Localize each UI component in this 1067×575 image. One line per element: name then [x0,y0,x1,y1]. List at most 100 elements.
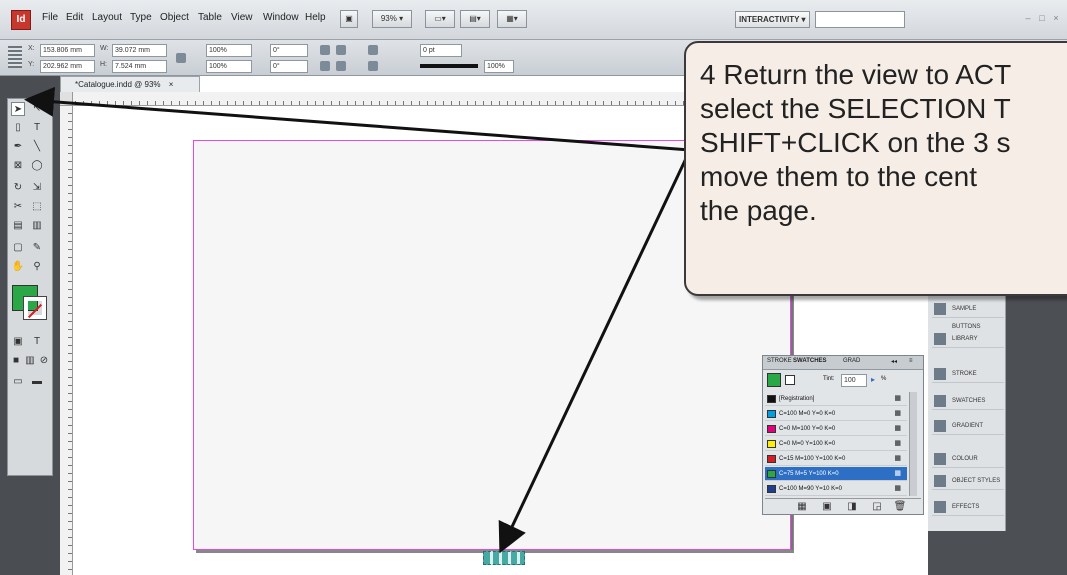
stroke-swatch[interactable] [23,296,47,320]
flip-horizontal-icon[interactable] [320,61,330,71]
menu-window[interactable]: Window [263,12,299,23]
close-icon[interactable]: × [1053,13,1059,23]
document-tab[interactable]: *Catalogue.indd @ 93% × [60,76,200,92]
minimize-icon[interactable]: – [1025,13,1031,23]
menu-edit[interactable]: Edit [66,12,84,23]
rotate-icon[interactable] [320,45,330,55]
ellipse-tool-icon[interactable]: ◯ [31,160,43,171]
panel-item-gradient[interactable]: GRADIENT [932,417,1004,435]
panel-item-swatches[interactable]: SWATCHES [932,392,1004,410]
rotate-tool-icon[interactable]: ↻ [13,182,23,193]
view-options-button[interactable]: ▭▾ [425,10,455,28]
type-tool-icon[interactable]: T [33,122,41,133]
panel-menu-icon[interactable]: ≡ [909,358,913,364]
panel-item-stroke[interactable]: STROKE [932,365,1004,383]
menu-file[interactable]: File [42,12,59,23]
scale-y-field[interactable]: 100% [206,60,252,73]
eyedropper-tool-icon[interactable]: ✎ [32,242,42,253]
vertical-ruler[interactable] [60,106,73,575]
menu-help[interactable]: Help [305,12,326,23]
zoom-tool-icon[interactable]: ⚲ [33,261,41,272]
swatch-row[interactable]: [Registration]▦ [765,392,907,406]
note-tool-icon[interactable]: ▢ [13,242,23,253]
w-field[interactable]: 39.072 mm [112,44,167,57]
free-transform-tool-icon[interactable]: ⬚ [32,201,42,212]
apply-none-icon[interactable]: ⊘ [39,355,49,366]
menu-layout[interactable]: Layout [92,12,123,23]
reference-point-icon[interactable] [8,46,22,68]
tab-close-icon[interactable]: × [168,80,174,89]
tint-arrow-icon[interactable]: ▸ [871,375,876,384]
panel-item-object-styles[interactable]: OBJECT STYLES [932,472,1004,490]
scissors-tool-icon[interactable]: ✂ [13,201,23,212]
tab-gradient[interactable]: GRAD [843,358,861,364]
constrain-proportions-icon[interactable] [176,53,186,63]
y-field[interactable]: 202.962 mm [40,60,95,73]
swatch-row[interactable]: C=100 M=0 Y=0 K=0▦ [765,407,907,421]
arrange-documents-button[interactable]: ▦▾ [497,10,527,28]
delete-swatch-icon[interactable]: 🗑 [893,501,907,512]
opacity-field[interactable]: 100% [484,60,514,73]
apply-color-icon[interactable]: ■ [12,355,20,366]
preview-mode-icon[interactable]: ▬ [32,376,42,387]
menu-view[interactable]: View [231,12,253,23]
rotate-field[interactable]: 0° [270,44,308,57]
menu-type[interactable]: Type [130,12,152,23]
scale-x-field[interactable]: 100% [206,44,252,57]
h-label: H: [100,61,107,68]
formatting-text-icon[interactable]: T [33,336,41,347]
rotate-ccw-icon[interactable] [336,45,346,55]
tint-field[interactable]: 100 [841,374,867,387]
zoom-select[interactable]: 93% ▾ [372,10,412,28]
search-input[interactable] [815,11,905,28]
show-color-swatches-icon[interactable]: ▣ [822,501,832,512]
stroke-weight-field[interactable]: 0 pt [420,44,462,57]
menu-object[interactable]: Object [160,12,189,23]
selection-tool-icon[interactable]: ➤ [11,102,25,116]
swatch-name: C=0 M=100 Y=0 K=0 [779,426,836,432]
line-tool-icon[interactable]: ╲ [33,141,41,152]
swatches-scrollbar[interactable] [909,392,917,496]
rectangle-frame-tool-icon[interactable]: ⊠ [13,160,23,171]
workspace-switcher[interactable]: INTERACTIVITY ▾ [735,11,810,28]
h-field[interactable]: 7.524 mm [112,60,167,73]
panel-item-label: STROKE [952,371,977,377]
select-content-icon[interactable] [368,61,378,71]
panel-item-colour[interactable]: COLOUR [932,450,1004,468]
swatch-row[interactable]: C=0 M=100 Y=0 K=0▦ [765,422,907,436]
shear-field[interactable]: 0° [270,60,308,73]
swatch-row[interactable]: C=15 M=100 Y=100 K=0▦ [765,452,907,466]
swatch-fill-icon[interactable] [767,373,781,387]
formatting-container-icon[interactable]: ▣ [13,336,23,347]
flip-vertical-icon[interactable] [336,61,346,71]
swatch-stroke-icon[interactable] [785,375,795,385]
x-field[interactable]: 153.806 mm [40,44,95,57]
swatch-type-icon: ▦ [894,455,901,462]
apply-gradient-icon[interactable]: ▥ [25,355,35,366]
hand-tool-icon[interactable]: ✋ [11,261,25,272]
select-container-icon[interactable] [368,45,378,55]
tab-stroke[interactable]: STROKE [767,358,792,364]
swatch-row[interactable]: C=0 M=0 Y=100 K=0▦ [765,437,907,451]
screen-mode-button[interactable]: ▤▾ [460,10,490,28]
show-all-swatches-icon[interactable]: ▦ [797,501,807,512]
panel-item-sample-buttons[interactable]: SAMPLE BUTTONS [932,300,1004,330]
gradient-feather-tool-icon[interactable]: ▥ [32,220,42,231]
show-gradient-swatches-icon[interactable]: ◨ [847,501,857,512]
pen-tool-icon[interactable]: ✒ [13,141,23,152]
stroke-type-select[interactable] [420,64,478,68]
bridge-button[interactable]: ▣ [340,10,358,28]
scale-tool-icon[interactable]: ⇲ [32,182,42,193]
maximize-icon[interactable]: □ [1039,13,1045,23]
page-tool-icon[interactable]: ▯ [15,122,21,133]
swatch-row[interactable]: C=100 M=90 Y=10 K=0▦ [765,482,907,496]
normal-mode-icon[interactable]: ▭ [13,376,23,387]
tab-swatches[interactable]: SWATCHES [793,358,827,364]
panel-item-effects[interactable]: EFFECTS [932,498,1004,516]
panel-item-library[interactable]: LIBRARY [932,330,1004,348]
collapse-icon[interactable]: ◂◂ [891,359,898,365]
gradient-tool-icon[interactable]: ▤ [13,220,23,231]
menu-table[interactable]: Table [198,12,222,23]
new-swatch-icon[interactable]: ◲ [872,501,882,512]
swatch-row[interactable]: C=75 M=5 Y=100 K=0▦ [765,467,907,481]
